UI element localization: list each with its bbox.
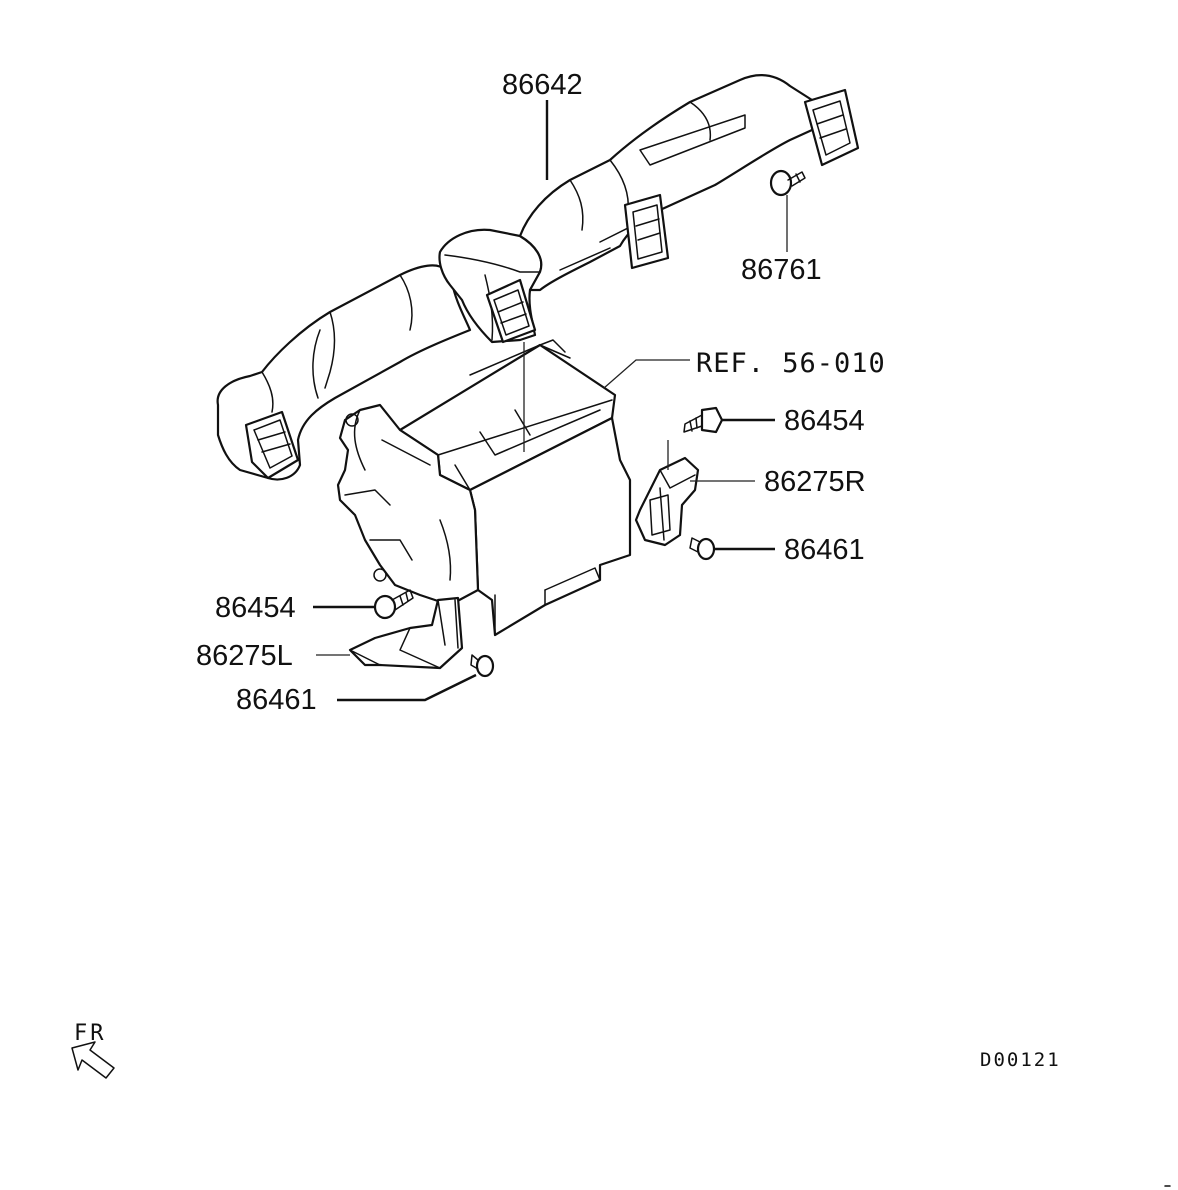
heater-unit[interactable]	[336, 339, 632, 637]
callout-86454-right: 86454	[784, 405, 865, 437]
diagram-code: D00121	[980, 1049, 1061, 1071]
duct-86275l[interactable]	[348, 596, 464, 670]
duct-86275r[interactable]	[634, 456, 700, 547]
front-label: FR	[74, 1021, 107, 1046]
callout-86275l: 86275L	[196, 640, 293, 672]
callout-86461-left: 86461	[236, 684, 317, 716]
screw-86454-right[interactable]	[683, 406, 724, 434]
callout-ref: REF. 56-010	[696, 348, 886, 379]
callout-86461-right: 86461	[784, 534, 865, 566]
callout-86275r: 86275R	[764, 466, 866, 498]
leader-lines	[313, 100, 788, 702]
clip-86461-right[interactable]	[689, 537, 716, 561]
clip-86761[interactable]	[769, 169, 806, 197]
callout-86642: 86642	[502, 69, 583, 101]
callout-86454-left: 86454	[215, 592, 296, 624]
clip-86461-left[interactable]	[470, 654, 495, 678]
front-arrow: FR	[71, 1021, 115, 1079]
front-arrow-icon	[71, 1041, 115, 1079]
callout-86761: 86761	[741, 254, 822, 286]
main-duct[interactable]	[216, 74, 860, 481]
screw-86454-left[interactable]	[373, 589, 414, 620]
